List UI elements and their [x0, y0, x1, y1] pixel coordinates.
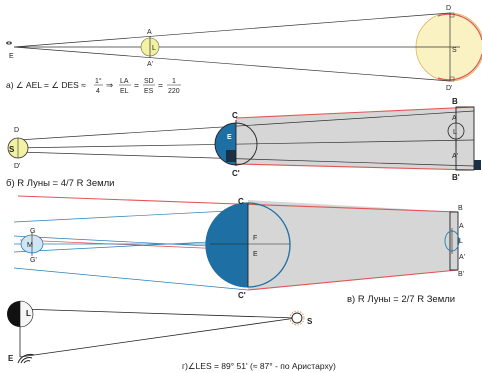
observer-icon: [17, 353, 35, 364]
panel-b-earth-mark: [226, 150, 236, 162]
panel-b-label-earth-center: E: [227, 134, 232, 141]
panel-a-label-sun-center: S: [452, 47, 457, 54]
panel-b-label-moon-center: L: [453, 129, 457, 136]
panel-c-label-ring-top: A: [459, 223, 464, 230]
panel-a-arrow: ⇒: [106, 80, 114, 90]
panel-a-label-moon-center: L: [152, 45, 156, 52]
panel-b: D S D' C E C' B A L A' B' б) R Луны = 4/…: [6, 97, 481, 189]
panel-b-caption: б) R Луны = 4/7 R Земли: [6, 178, 115, 189]
panel-a-sun-rim-red-bottom: [437, 53, 482, 81]
panel-d-line-ls: [19, 308, 297, 319]
panel-a-line-bottom: [13, 46, 451, 82]
panel-a-line-top: [13, 12, 451, 48]
panel-c-label-ring-center: L: [459, 238, 463, 245]
panel-a-angle-den: 4: [96, 88, 100, 95]
panel-c-moon-box: [449, 211, 459, 271]
panel-a-r2-den: ES: [144, 88, 154, 95]
panel-a-caption-prefix: а) ∠ AEL = ∠ DES ≈: [6, 80, 86, 90]
panel-a-angle-num: 1°: [95, 77, 102, 85]
panel-a-sun-rim-red: [437, 13, 482, 41]
panel-c-label-earth-top: C: [238, 197, 244, 206]
panel-b-label-sun-top: D: [14, 127, 19, 134]
panel-a: E A L A' D S D' а) ∠ AEL = ∠ DES ≈ 1° 4 …: [6, 5, 482, 95]
panel-b-label-earth-bottom: C': [232, 169, 240, 178]
panel-c-shadow-cone: [248, 200, 458, 290]
panel-c-label-earth-f: F: [253, 235, 257, 242]
panel-b-axis: [13, 139, 475, 149]
panel-c-label-earth-e: E: [253, 251, 258, 258]
panel-a-r1-num: LA: [120, 78, 129, 85]
panel-d-label-sun: S: [307, 317, 313, 326]
eye-icon: [6, 41, 12, 45]
panel-c-caption: в) R Луны = 2/7 R Земли: [347, 294, 455, 305]
sun-icon: [289, 310, 305, 326]
panel-d-label-moon: L: [26, 309, 31, 318]
panel-b-label-moon-bottom: A': [452, 153, 458, 160]
panel-a-label-moon-bottom: A': [147, 61, 153, 68]
panel-c-label-earth-bottom: C': [238, 291, 246, 300]
panel-b-label-sun-bottom: D': [14, 163, 20, 170]
panel-a-eq1: =: [134, 80, 139, 90]
panel-c-blue-line-1: [13, 209, 249, 223]
panel-c-label-moon-bottom: G': [30, 257, 37, 264]
panel-d: L E S г)∠LES = 89° 51' (≈ 87° - по Арист…: [7, 300, 336, 371]
panel-c-label-box-bottom: B': [458, 271, 464, 278]
panel-b-line-bottom: [17, 151, 475, 167]
panel-b-label-box-top: B: [452, 97, 458, 106]
panel-a-label-eye: E: [9, 53, 14, 60]
panel-b-shadow-cone: [236, 107, 474, 170]
panel-a-label-moon-top: A: [147, 29, 152, 36]
panel-b-label-box-bottom: B': [452, 173, 460, 182]
panel-b-label-sun-center: S: [9, 145, 15, 154]
moon-icon: [7, 300, 34, 328]
panel-a-r3-num: 1: [172, 78, 176, 85]
panel-c: G M G' C F E C' B A L A' B' в) R Луны = …: [13, 195, 465, 305]
panel-c-earth-shaded: [206, 203, 248, 287]
panel-c-blue-line-2: [13, 267, 249, 291]
panel-a-r2-num: SD: [144, 78, 154, 85]
panel-a-r3-den: 220: [168, 88, 180, 95]
panel-c-label-moon-top: G: [30, 228, 35, 235]
panel-a-right-angle-top: [449, 12, 455, 18]
panel-a-right-angle-bottom: [449, 76, 455, 82]
panel-b-red-ray-top: [235, 106, 475, 119]
panel-d-label-observer: E: [8, 354, 14, 363]
panel-d-caption: г)∠LES = 89° 51' (≈ 87° - по Аристарху): [182, 361, 336, 371]
panel-c-label-ring-bottom: A': [459, 254, 465, 261]
panel-c-label-box-top: B: [458, 205, 463, 212]
panel-d-line-es: [19, 317, 297, 358]
panel-b-label-earth-top: C: [232, 111, 238, 120]
panel-c-label-moon-center: M: [27, 242, 33, 249]
panel-a-eq2: =: [158, 80, 163, 90]
panel-b-box-mark: [474, 160, 481, 170]
panel-a-label-sun-top: D: [446, 5, 451, 12]
panel-a-r1-den: EL: [120, 88, 129, 95]
panel-a-label-sun-bottom: D': [446, 85, 452, 92]
panel-b-label-moon-top: A: [452, 115, 457, 122]
panel-b-red-ray-bottom: [235, 163, 475, 171]
panel-a-caption: а) ∠ AEL = ∠ DES ≈ 1° 4 ⇒ LA EL = SD ES …: [6, 77, 181, 95]
panel-c-red-ray-bottom: [247, 269, 459, 291]
